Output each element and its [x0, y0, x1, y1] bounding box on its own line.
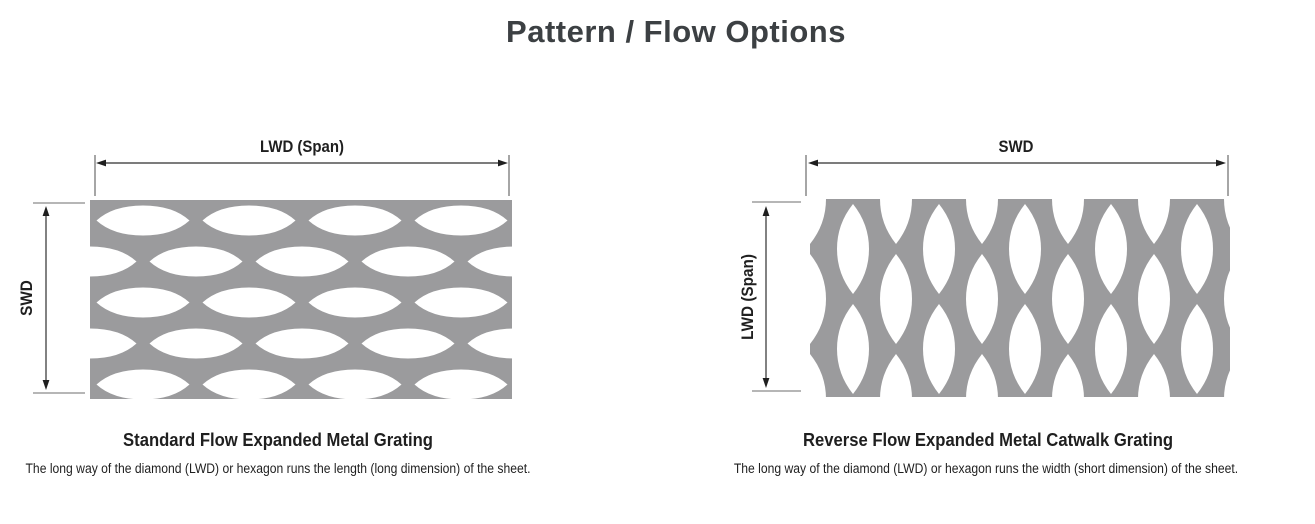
page-title: Pattern / Flow Options	[506, 14, 846, 49]
caption-text-reverse-flow: The long way of the diamond (LWD) or hex…	[733, 461, 1239, 476]
vertical-dimension-arrow	[752, 201, 801, 392]
arrowhead-down-icon	[762, 378, 770, 388]
arrowhead-down-icon	[42, 380, 50, 390]
caption-title-standard-flow: Standard Flow Expanded Metal Grating	[123, 429, 433, 450]
caption-title-reverse-flow: Reverse Flow Expanded Metal Catwalk Grat…	[802, 429, 1174, 450]
arrowhead-left-icon	[96, 159, 106, 167]
horizontal-dimension-arrow	[805, 155, 1229, 196]
vertical-dimension-arrow	[33, 202, 85, 394]
mesh-standard-flow	[90, 200, 512, 399]
horizontal-dimension-arrow	[94, 155, 510, 196]
swd-dimension-label: SWD	[998, 137, 1034, 156]
mesh-reverse-flow	[810, 199, 1230, 397]
arrowhead-left-icon	[808, 159, 818, 167]
arrowhead-right-icon	[1216, 159, 1226, 167]
arrowhead-up-icon	[762, 206, 770, 216]
arrowhead-up-icon	[42, 206, 50, 216]
arrowhead-right-icon	[498, 159, 508, 167]
lwd-span-dimension-label: LWD (Span)	[260, 137, 344, 156]
caption-text-standard-flow: The long way of the diamond (LWD) or hex…	[25, 461, 531, 476]
